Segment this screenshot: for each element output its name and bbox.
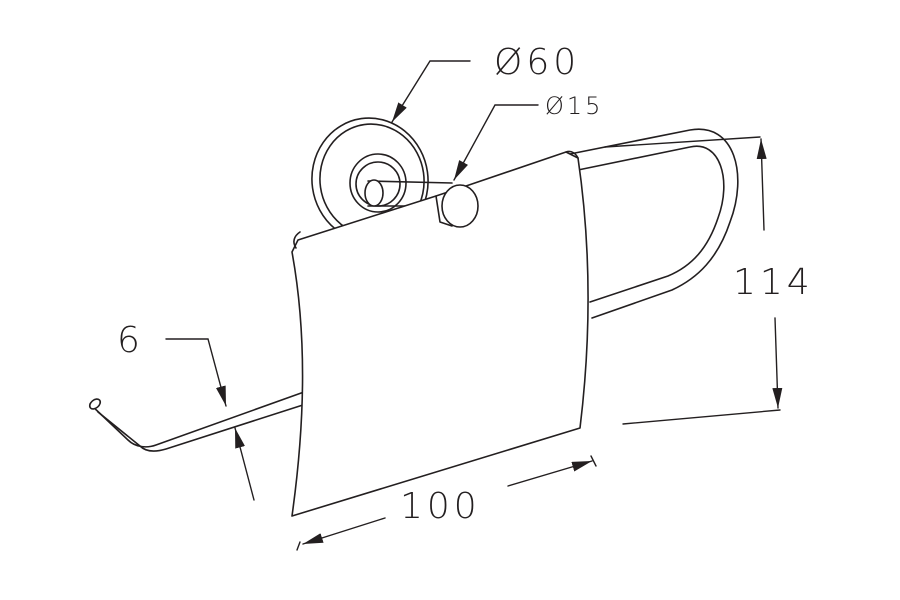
- dimension-label-width: 100: [400, 486, 481, 527]
- dimension-label-wire-thickness: 6: [117, 320, 144, 361]
- dimension-rosette-diameter: Ø60: [391, 42, 580, 123]
- dimension-height: 114: [604, 136, 814, 425]
- roll-bar: [88, 391, 307, 452]
- dimension-width: 100: [296, 455, 597, 551]
- dimension-label-height: 114: [733, 262, 814, 303]
- dimension-label-rod-diameter: Ø15: [545, 92, 603, 120]
- dimension-rod-diameter: Ø15: [453, 92, 603, 181]
- cover-flap: [291, 150, 589, 517]
- dimension-label-rosette-diameter: Ø60: [494, 42, 580, 83]
- wire-loop: [569, 128, 739, 319]
- support-rod: [364, 179, 453, 207]
- dimension-wire-thickness: 6: [117, 320, 255, 501]
